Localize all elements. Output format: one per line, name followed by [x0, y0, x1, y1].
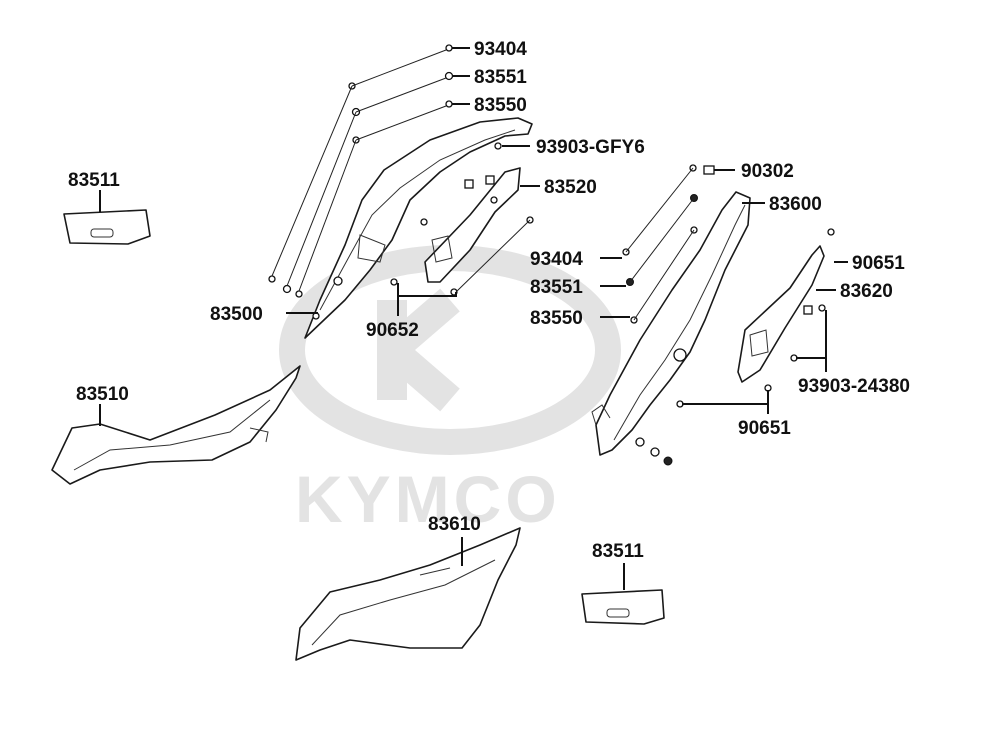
- clip-upper-b-icon: [485, 175, 495, 185]
- callout-83510: 83510: [76, 384, 129, 405]
- watermark-k-glyph: [377, 288, 460, 412]
- watermark-brand-text: KYMCO: [295, 462, 561, 536]
- callout-83600: 83600: [769, 194, 822, 215]
- callout-83511-bottom: 83511: [592, 541, 644, 562]
- bracket-83520-tab: [431, 235, 453, 263]
- callout-83551-top: 83551: [474, 67, 527, 88]
- tie-83550-top-b: [298, 139, 357, 292]
- screw-90651-top-icon: [827, 228, 835, 236]
- cover-83610-shape: [295, 527, 521, 661]
- plate-83511-top-slot: [90, 228, 114, 238]
- tie-83550-top-a: [355, 105, 447, 141]
- callout-labels: 93404 83551 83550 93903-GFY6 83520 83511…: [68, 39, 910, 562]
- bracket-83620-tab: [749, 329, 769, 357]
- leader-90652: [397, 283, 457, 297]
- callout-93404-top: 93404: [474, 39, 527, 60]
- screw-93404-top-icon: [445, 44, 453, 52]
- cover-83510-edge-line: [73, 399, 271, 471]
- callout-83550-top: 83550: [474, 95, 527, 116]
- tie-90652: [455, 219, 531, 293]
- callout-90651-bottom: 90651: [738, 418, 791, 439]
- callout-83500: 83500: [210, 304, 263, 325]
- callout-83520: 83520: [544, 177, 597, 198]
- tie-83550-right: [633, 229, 695, 321]
- cover-83610-edge-line: [311, 559, 496, 646]
- callout-83610: 83610: [428, 514, 481, 535]
- part-83511-bottom[interactable]: [581, 589, 665, 625]
- clip-90302-icon: [703, 165, 715, 175]
- clip-upper-a-icon: [464, 179, 474, 189]
- part-83600[interactable]: [591, 191, 751, 456]
- leader-90651-bottom: [682, 390, 769, 405]
- cover-83610-ridge: [419, 567, 451, 576]
- leader-lines: [99, 47, 848, 590]
- cover-83600-edge-line: [613, 204, 746, 441]
- nut-c-icon: [663, 456, 673, 466]
- callout-83550-right: 83550: [530, 308, 583, 329]
- bracket-83620-shape: [737, 245, 825, 383]
- screw-93903-gfy6-icon: [494, 142, 502, 150]
- washer-83551-top-icon: [444, 71, 454, 81]
- tie-93404-top-a: [351, 49, 447, 87]
- screw-top-lower-icon: [268, 275, 276, 283]
- callout-83551-right: 83551: [530, 277, 583, 298]
- callout-90302: 90302: [741, 161, 794, 182]
- part-83520[interactable]: [424, 167, 521, 283]
- screw-93903-24380-a-icon: [818, 304, 826, 312]
- part-83610[interactable]: [295, 527, 521, 661]
- tie-83551-top-a: [355, 77, 447, 113]
- plate-83511-bottom-shape: [581, 589, 665, 625]
- callout-83620: 83620: [840, 281, 893, 302]
- part-83510[interactable]: [51, 365, 301, 485]
- part-83500[interactable]: [304, 117, 533, 339]
- screw-upper-c-icon: [420, 218, 428, 226]
- nut-a-icon: [635, 437, 645, 447]
- cover-83500-shape: [304, 117, 533, 339]
- cover-83500-edge-line: [319, 129, 516, 311]
- cover-83600-hole: [673, 348, 687, 362]
- part-83620[interactable]: [737, 245, 825, 383]
- cover-83510-shape: [51, 365, 301, 485]
- cover-83600-tab: [591, 404, 611, 426]
- callout-93903-gfy6: 93903-GFY6: [536, 137, 645, 158]
- callout-83511-top: 83511: [68, 170, 120, 191]
- tie-93404-right: [625, 167, 694, 253]
- plate-83511-top-shape: [63, 209, 151, 245]
- tie-83551-top-b: [286, 111, 357, 287]
- callout-93903-24380: 93903-24380: [798, 376, 910, 397]
- screw-90652-a-icon: [390, 278, 398, 286]
- nut-b-icon: [650, 447, 660, 457]
- hardware-parts: [268, 44, 835, 466]
- leader-93903-24380: [796, 310, 827, 359]
- cover-83500-tab: [357, 234, 386, 263]
- cover-83500-hole: [333, 276, 343, 286]
- bracket-83520-hole: [490, 196, 498, 204]
- callout-90652: 90652: [366, 320, 419, 341]
- bracket-83520-shape: [424, 167, 521, 283]
- callout-90651-top: 90651: [852, 253, 905, 274]
- callout-93404-right: 93404: [530, 249, 583, 270]
- tie-93404-top-b: [271, 85, 353, 277]
- grommet-83550-top-icon: [445, 100, 453, 108]
- plate-83511-bottom-slot: [606, 608, 630, 618]
- clip-83620-icon: [803, 305, 813, 315]
- part-83511-top[interactable]: [63, 209, 151, 245]
- cover-83600-shape: [595, 191, 751, 456]
- cover-83510-clip: [249, 427, 269, 443]
- washer-top-lower-icon: [282, 284, 292, 294]
- grommet-top-lower-icon: [295, 290, 303, 298]
- tie-83551-right: [629, 197, 695, 283]
